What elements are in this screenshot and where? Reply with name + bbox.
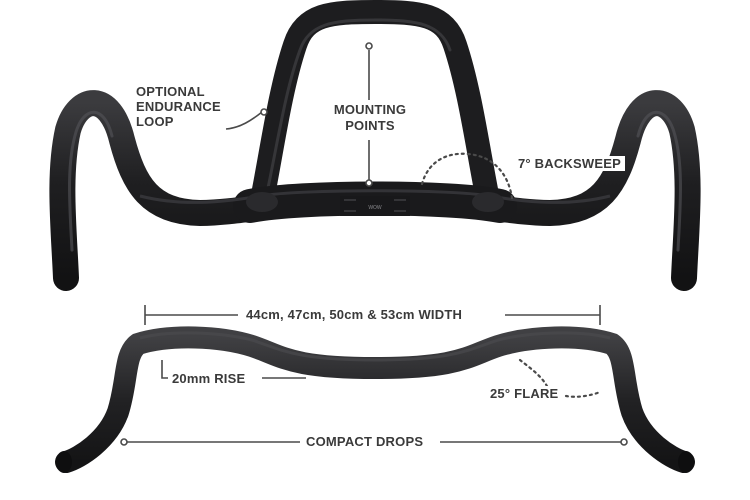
- annotation-dots: [120, 42, 628, 446]
- mounting-dot-top: [365, 42, 373, 50]
- bar-marking: WOW: [368, 205, 382, 211]
- rise-label: 20mm RISE: [168, 371, 250, 386]
- annotation-lines: [124, 50, 624, 443]
- handlebar-bottom-view: [55, 326, 695, 473]
- backsweep-label: 7° BACKSWEEP: [514, 156, 625, 171]
- flare-arc-a: [518, 358, 550, 390]
- loop-joint-left: [246, 192, 278, 212]
- endurance-loop-label: OPTIONAL ENDURANCE LOOP: [136, 84, 221, 129]
- drop-end-right: [678, 451, 694, 473]
- backsweep-arc: [420, 152, 514, 200]
- endurance-loop: [250, 0, 500, 212]
- endurance-label-line-1: OPTIONAL: [136, 84, 205, 99]
- endurance-dot: [260, 108, 268, 116]
- width-label: 44cm, 47cm, 50cm & 53cm WIDTH: [242, 307, 467, 322]
- drop-end-left: [56, 451, 72, 473]
- compact-drops-label: COMPACT DROPS: [302, 434, 428, 449]
- mounting-label-line-2: POINTS: [345, 118, 395, 133]
- angle-arcs: [420, 152, 602, 398]
- flare-label: 25° FLARE: [486, 386, 563, 401]
- mounting-label-line-1: MOUNTING: [333, 102, 407, 117]
- mounting-points-label: MOUNTING POINTS: [318, 102, 422, 134]
- loop-joint-right: [472, 192, 504, 212]
- drops-dot-right: [620, 438, 628, 446]
- flare-arc-b: [564, 390, 602, 398]
- drops-dot-left: [120, 438, 128, 446]
- mounting-dot-bottom: [365, 179, 373, 187]
- endurance-leader: [225, 111, 263, 130]
- rise-bracket: [161, 360, 168, 379]
- center-graphic: [340, 196, 410, 216]
- endurance-label-line-2: ENDURANCE: [136, 99, 221, 114]
- endurance-label-line-3: LOOP: [136, 114, 174, 129]
